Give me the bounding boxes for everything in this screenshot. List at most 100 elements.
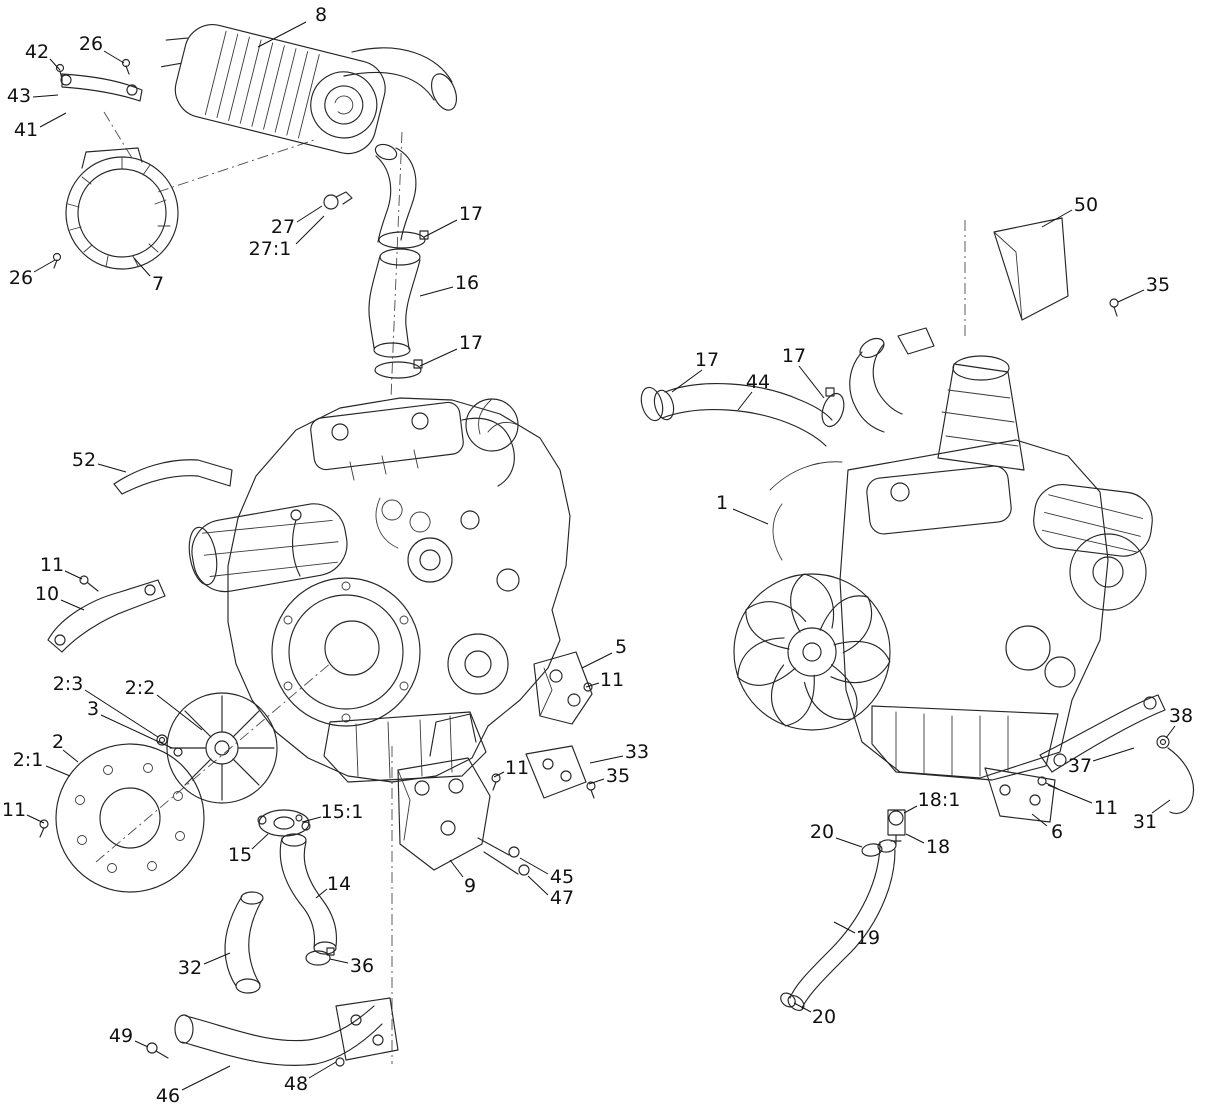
bracket-5-drawing — [533, 651, 593, 725]
leader-line-15-1 — [301, 816, 322, 823]
callout-11-3: 11 — [600, 669, 624, 691]
callout-38: 38 — [1169, 705, 1193, 727]
leader-line-26-2 — [33, 259, 56, 273]
leader-line-8 — [257, 21, 307, 48]
leader-line-35-2 — [1117, 289, 1145, 303]
callout-41: 41 — [14, 119, 38, 141]
leader-line-1 — [732, 508, 769, 525]
callout-8: 8 — [315, 4, 327, 26]
callout-44: 44 — [746, 371, 770, 393]
leader-line-17-3 — [671, 369, 703, 393]
callout-52: 52 — [72, 449, 96, 471]
center-lines — [95, 111, 966, 1064]
callout-26-1: 26 — [79, 33, 103, 55]
leader-line-43 — [32, 94, 59, 98]
callout-11-4: 11 — [505, 757, 529, 779]
callout-15: 15 — [228, 844, 252, 866]
leader-line-32 — [203, 952, 231, 965]
leader-line-11-5 — [1047, 784, 1093, 804]
callout-37: 37 — [1068, 755, 1092, 777]
leader-line-2 — [62, 749, 79, 763]
bracket-52-drawing — [113, 459, 233, 495]
mount-9-drawing — [397, 713, 530, 876]
callout-36: 36 — [350, 955, 374, 977]
engine-right-drawing — [769, 327, 1153, 781]
leader-line-11-4 — [493, 771, 505, 778]
callout-15-1: 15:1 — [321, 801, 364, 823]
heat-shield-50-drawing — [993, 217, 1119, 321]
leader-line-5 — [581, 652, 613, 669]
callout-2-3: 2:3 — [53, 673, 84, 695]
leader-line-26-1 — [103, 50, 125, 64]
lower-hoses-drawing — [224, 833, 338, 994]
callout-11-1: 11 — [40, 554, 64, 576]
callout-35-1: 35 — [606, 765, 630, 787]
leader-line-44 — [737, 391, 753, 411]
leader-line-27-1 — [295, 215, 325, 245]
leader-line-48 — [308, 1061, 337, 1079]
leader-line-41 — [39, 112, 67, 128]
flange-15-drawing — [257, 809, 311, 837]
leader-line-2-1 — [45, 765, 71, 777]
callout-43: 43 — [7, 85, 31, 107]
callout-2-1: 2:1 — [13, 749, 44, 771]
callout-46: 46 — [156, 1085, 180, 1107]
leader-line-2-3 — [84, 689, 159, 738]
callout-26-2: 26 — [9, 267, 33, 289]
leader-line-35-1 — [588, 778, 605, 785]
leader-line-10 — [60, 599, 85, 611]
leader-line-17-4 — [798, 365, 825, 399]
leader-line-27 — [296, 205, 323, 223]
fan-drawing — [733, 573, 891, 731]
callout-16: 16 — [455, 272, 479, 294]
leader-line-47 — [527, 875, 549, 896]
flywheel-fan-drawing — [39, 692, 278, 893]
callout-47: 47 — [550, 887, 574, 909]
callout-1: 1 — [716, 492, 728, 514]
callout-11-2: 11 — [2, 799, 26, 821]
fan-shroud-drawing — [52, 147, 179, 270]
callout-3: 3 — [87, 698, 99, 720]
leader-line-33 — [589, 755, 624, 764]
callout-35-2: 35 — [1146, 274, 1170, 296]
callout-9: 9 — [464, 875, 476, 897]
leader-line-37 — [1092, 747, 1135, 762]
callout-20-2: 20 — [812, 1006, 836, 1028]
callout-17-4: 17 — [782, 345, 806, 367]
callout-19: 19 — [856, 927, 880, 949]
leader-line-2-2 — [156, 694, 203, 731]
callout-2-2: 2:2 — [125, 677, 156, 699]
intake-hoses-drawing — [368, 143, 429, 379]
callout-17-2: 17 — [459, 332, 483, 354]
callout-6: 6 — [1051, 821, 1063, 843]
exhaust-pipe-drawing — [146, 997, 399, 1067]
callout-10: 10 — [35, 583, 59, 605]
callout-20-1: 20 — [810, 821, 834, 843]
wire-31-drawing — [1156, 735, 1194, 815]
leader-line-15 — [251, 833, 269, 850]
leader-line-46 — [181, 1065, 231, 1091]
leader-line-9 — [449, 859, 464, 878]
leader-line-11-2 — [26, 814, 45, 824]
leader-line-11-3 — [585, 682, 600, 688]
leader-line-42 — [49, 58, 61, 71]
leader-line-18-1 — [903, 805, 918, 814]
leader-line-17-2 — [419, 348, 458, 367]
callout-18: 18 — [926, 836, 950, 858]
leader-line-52 — [97, 463, 127, 473]
leader-line-18 — [905, 833, 925, 844]
callout-5: 5 — [615, 636, 627, 658]
callout-27-1: 27:1 — [249, 238, 292, 260]
bracket-10-drawing — [47, 575, 166, 653]
callout-18-1: 18:1 — [918, 789, 961, 811]
leader-line-20-2 — [793, 1002, 812, 1013]
callout-42: 42 — [25, 41, 49, 63]
arm-37-drawing — [1039, 694, 1166, 773]
leader-line-7 — [133, 257, 151, 277]
leader-line-6 — [1031, 813, 1048, 827]
callout-27: 27 — [271, 216, 295, 238]
leader-line-14 — [315, 888, 328, 899]
